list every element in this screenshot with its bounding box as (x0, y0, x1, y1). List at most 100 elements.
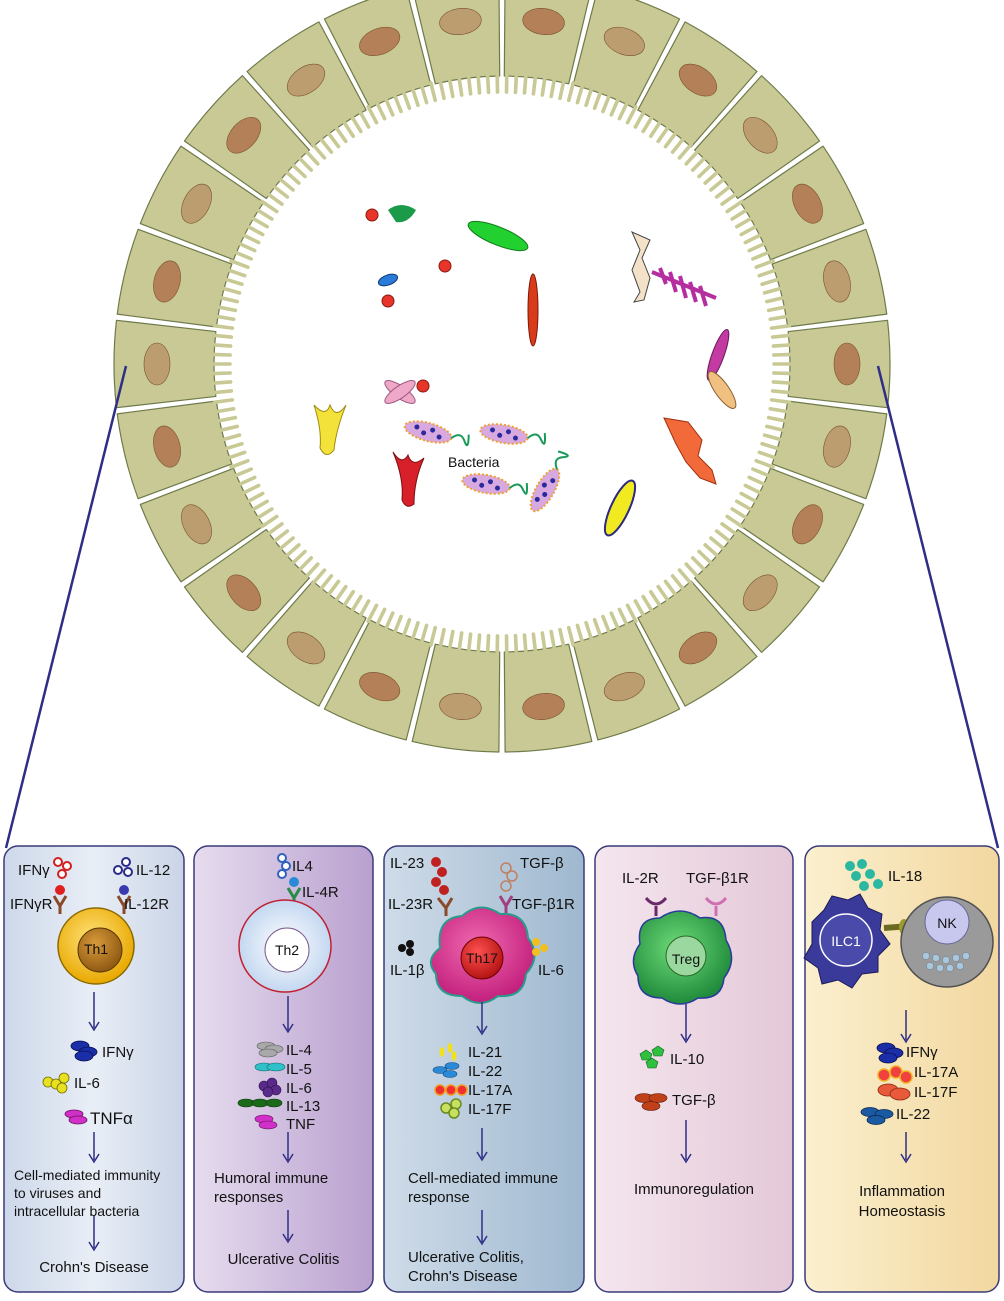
microvillus (663, 130, 679, 149)
microvillus (768, 314, 790, 322)
treg-cytokine-il10: IL-10 (670, 1051, 705, 1068)
microvillus (220, 286, 242, 295)
microvillus (260, 514, 279, 529)
microvillus (670, 574, 686, 592)
th17-cytokine-il21: IL-21 (468, 1044, 503, 1061)
cell-nucleus (742, 116, 778, 154)
th2-cytokine-il6: IL-6 (286, 1080, 312, 1097)
microvillus (656, 124, 671, 144)
cell-nucleus (792, 504, 823, 545)
connector-right (876, 365, 1000, 849)
microvillus (641, 594, 655, 614)
microvillus (214, 406, 236, 414)
microvillus (617, 607, 630, 628)
microvillus (357, 109, 371, 129)
microvillus (277, 536, 295, 552)
microvillus (663, 579, 679, 598)
th1-ligand-right: IL-12 (136, 862, 171, 879)
rod-bacterium (479, 423, 547, 445)
th2-receptor: IL-4R (302, 884, 339, 901)
microvillus (232, 467, 253, 478)
th17-function: Cell-mediated immune response (408, 1170, 559, 1206)
microvillus (271, 184, 290, 199)
microvillus (549, 629, 557, 652)
microvillus (429, 625, 438, 647)
microvillus (366, 603, 379, 624)
ilc-ligand: IL-18 (888, 868, 923, 885)
microvillus (485, 633, 491, 656)
microvillus (584, 620, 594, 642)
microvillus (240, 232, 261, 245)
treg-cell-label: Treg (671, 951, 701, 967)
microvillus (714, 529, 733, 544)
microvillus (217, 424, 240, 433)
microvillus (401, 89, 412, 111)
microvillus (245, 224, 265, 237)
microvillus (310, 568, 327, 586)
microvillus (249, 215, 269, 229)
microvillus (290, 162, 307, 179)
th1-cytokine-tnfa: TNFα (90, 1109, 133, 1128)
ilc-cytokine-il22: IL-22 (896, 1106, 931, 1123)
microvillus (609, 611, 621, 632)
microvillus (318, 136, 334, 154)
microvillus (254, 207, 274, 221)
microvillus (714, 184, 733, 199)
microvillus (296, 155, 314, 172)
th2-disease: Ulcerative Colitis (227, 1251, 340, 1268)
microvillus (318, 574, 334, 592)
th1-cell-label: Th1 (83, 941, 109, 957)
microvillus (768, 406, 790, 414)
cell-nucleus (522, 8, 565, 35)
microvillus (592, 617, 603, 639)
microvillus (210, 380, 233, 385)
microvillus (703, 543, 721, 559)
microvillus (522, 633, 528, 655)
cell-nucleus (143, 342, 171, 386)
nk-cell-label: NK (937, 915, 957, 931)
bacteria-label: Bacteria (448, 454, 500, 470)
cell-nucleus (226, 116, 262, 154)
microvillus (762, 433, 784, 442)
ilc-function-1: Inflammation (859, 1183, 945, 1200)
epithelial-ring (113, 0, 891, 753)
th2-cytokine-tnf: TNF (286, 1116, 316, 1133)
microvillus (429, 81, 438, 103)
microvillus (743, 483, 764, 496)
rod-bacterium (529, 450, 569, 513)
microvillus (447, 629, 455, 652)
microvillus (265, 522, 284, 537)
microvillus (566, 625, 575, 647)
th2-cytokine-il5: IL-5 (286, 1061, 312, 1078)
microvillus (254, 507, 274, 521)
microvillus (549, 76, 557, 99)
microvillus (333, 584, 348, 604)
ilc-cytokine-il17f: IL-17F (914, 1084, 958, 1101)
th1-cytokine-il6: IL-6 (74, 1075, 100, 1092)
cell-nucleus (286, 63, 326, 97)
microvillus (764, 295, 787, 304)
microvillus (236, 475, 257, 487)
microvillus (617, 100, 630, 121)
microvillus (249, 499, 269, 513)
microvillus (466, 74, 473, 96)
microvillus (225, 268, 247, 278)
microvillus (513, 633, 519, 656)
cell-nucleus (792, 183, 823, 224)
microvillus (419, 83, 429, 105)
microvillus (222, 441, 244, 451)
th17-disease: Ulcerative Colitis, Crohn's Disease (408, 1249, 524, 1285)
ilc-cytokine-il17a: IL-17A (914, 1064, 959, 1081)
microvillus (720, 522, 739, 537)
microvillus (229, 259, 250, 270)
microvillus (212, 398, 235, 405)
microvillus (341, 589, 356, 609)
microvillus (684, 148, 701, 166)
microvillus (476, 633, 482, 655)
cell-nucleus (153, 425, 181, 468)
microvillus (601, 614, 612, 636)
microvillus (476, 73, 482, 95)
microvillus (383, 611, 395, 632)
microvillus (735, 499, 755, 513)
